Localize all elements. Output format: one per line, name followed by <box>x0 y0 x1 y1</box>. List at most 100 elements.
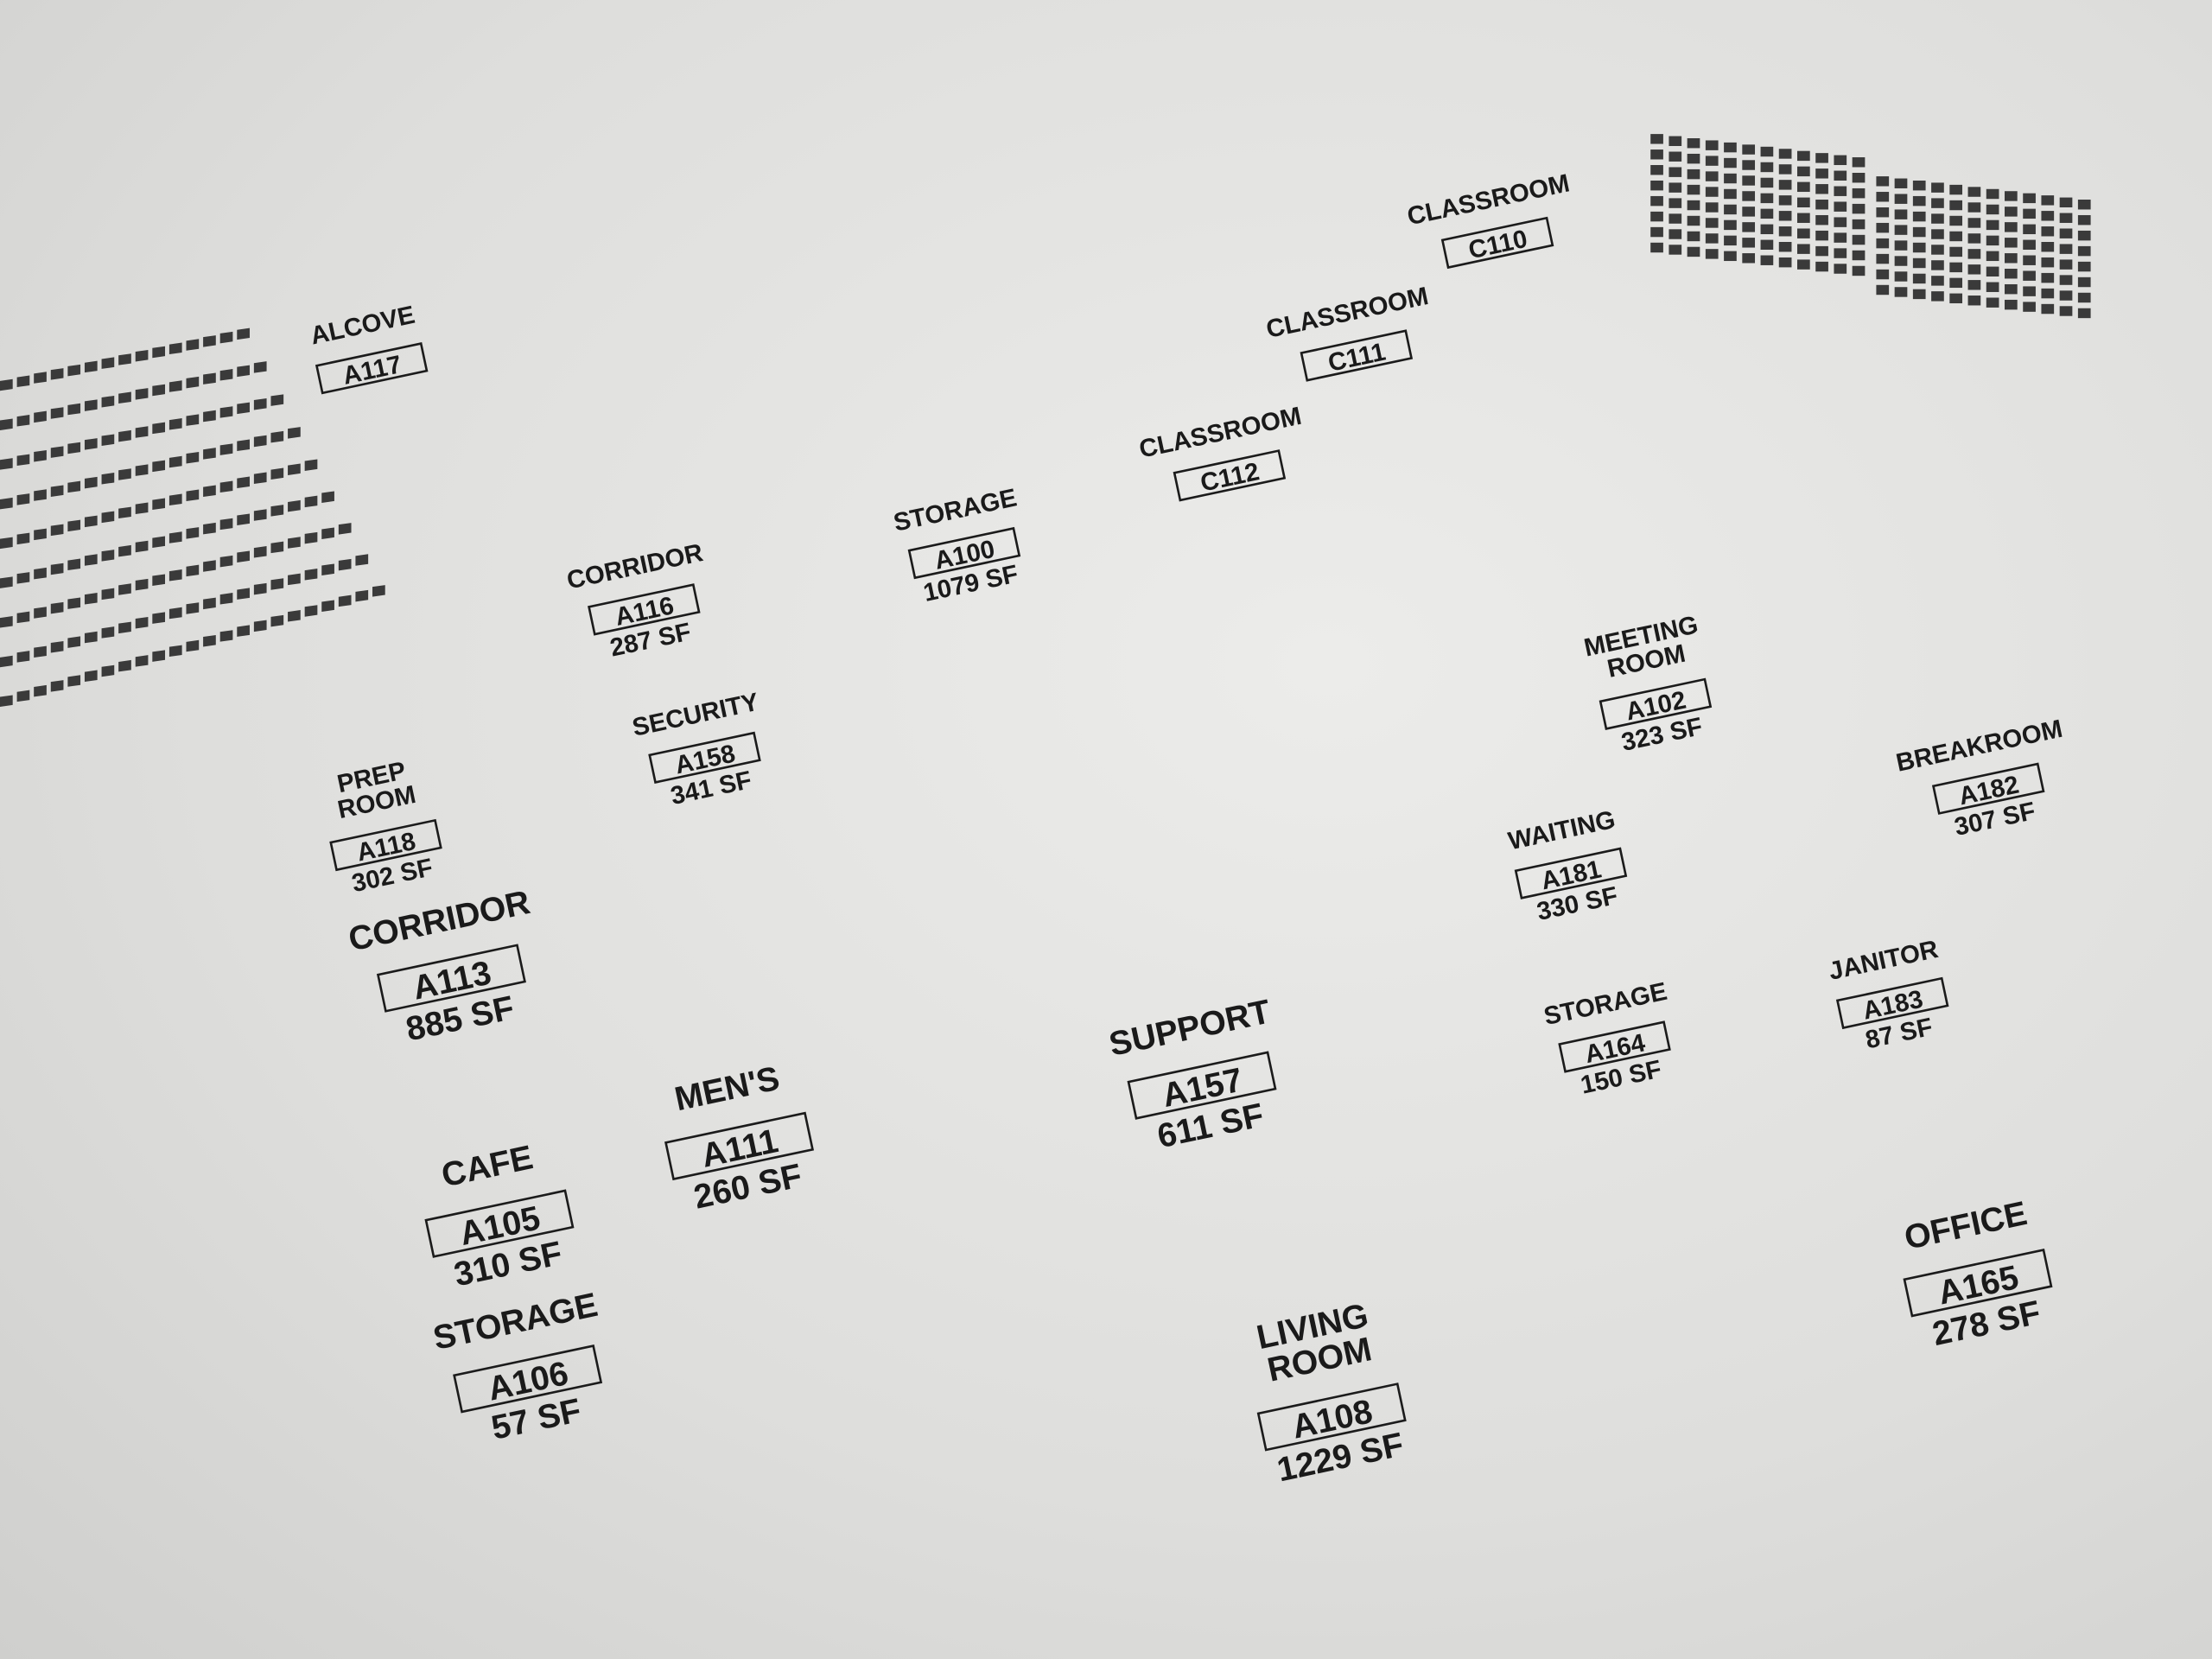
seat <box>152 460 166 473</box>
seat <box>1797 166 1810 177</box>
seat <box>1797 197 1810 207</box>
seat <box>1912 289 1926 300</box>
seat <box>270 614 284 627</box>
room-name: JANITOR <box>1826 935 1940 986</box>
seat <box>1967 264 1981 275</box>
seat <box>321 563 334 575</box>
seat <box>101 588 115 601</box>
seat <box>1669 198 1682 208</box>
seat <box>1724 188 1737 200</box>
seat <box>304 605 318 617</box>
seat <box>355 589 369 602</box>
seat <box>2023 255 2036 265</box>
seat <box>1669 136 1682 146</box>
seat <box>1876 238 1890 249</box>
seat <box>34 684 47 697</box>
seat <box>1876 269 1890 280</box>
seat <box>1876 284 1890 296</box>
seat <box>2023 286 2036 296</box>
seat <box>1986 204 1999 215</box>
seat <box>101 357 115 369</box>
seat <box>219 593 233 605</box>
seat <box>2023 224 2036 235</box>
seat <box>1931 276 1944 286</box>
seat <box>270 430 284 443</box>
seat <box>1650 165 1663 175</box>
seat <box>1834 201 1847 212</box>
room-name: ALCOVE <box>308 301 417 351</box>
seat <box>1834 155 1847 166</box>
seat <box>2059 306 2073 316</box>
seat <box>186 564 200 577</box>
seat <box>1931 245 1944 255</box>
seat <box>288 427 301 439</box>
room-number-tag <box>907 526 1021 580</box>
seat <box>34 489 47 501</box>
seat <box>203 372 216 385</box>
seat <box>84 360 98 373</box>
room-number: C112 <box>1198 457 1262 498</box>
seat <box>2023 193 2036 204</box>
seat <box>203 560 216 572</box>
seat <box>135 426 149 438</box>
seat <box>253 546 267 558</box>
seat <box>168 455 182 468</box>
seat <box>1797 150 1810 162</box>
seat <box>1797 181 1810 193</box>
room-number-tag <box>424 1189 575 1258</box>
seat <box>1705 202 1719 213</box>
seat <box>67 442 81 454</box>
seat <box>1894 178 1908 188</box>
room-number-tag <box>1300 329 1414 382</box>
seat <box>101 434 115 446</box>
room-number-tag <box>329 818 442 872</box>
room-number-tag <box>648 731 761 784</box>
seat <box>1650 242 1663 253</box>
seat <box>1834 232 1847 243</box>
seat <box>1742 144 1756 155</box>
seat <box>2023 239 2036 250</box>
seat <box>168 645 182 658</box>
seat <box>168 607 182 620</box>
seat <box>1669 245 1682 255</box>
seat <box>1912 195 1926 207</box>
seat <box>1650 149 1663 160</box>
seat <box>1724 204 1737 215</box>
seat <box>2005 238 2018 248</box>
room-number: A117 <box>340 350 404 391</box>
seat <box>321 527 334 539</box>
seat <box>67 480 81 493</box>
seat <box>1967 233 1981 244</box>
seat <box>2059 228 2073 238</box>
seat <box>288 463 301 475</box>
seat <box>84 554 98 566</box>
seat <box>1650 226 1663 238</box>
room-number-tag <box>1835 976 1949 1030</box>
seat <box>67 519 81 532</box>
seat <box>237 327 250 340</box>
seat <box>67 597 81 609</box>
seat <box>34 567 47 580</box>
seat <box>34 607 47 619</box>
seat <box>186 639 200 652</box>
seat <box>1912 273 1926 284</box>
seat <box>1815 200 1828 210</box>
seat <box>16 375 30 388</box>
seat <box>2041 195 2055 206</box>
seat <box>50 680 64 692</box>
seat <box>152 384 166 397</box>
seat <box>1834 248 1847 258</box>
seat <box>2077 261 2091 272</box>
seat <box>1876 176 1890 187</box>
seat <box>1742 207 1756 217</box>
seat <box>1778 180 1792 190</box>
room-name: STORAGE <box>1541 977 1669 1031</box>
seat <box>0 497 13 510</box>
seat <box>219 555 233 568</box>
